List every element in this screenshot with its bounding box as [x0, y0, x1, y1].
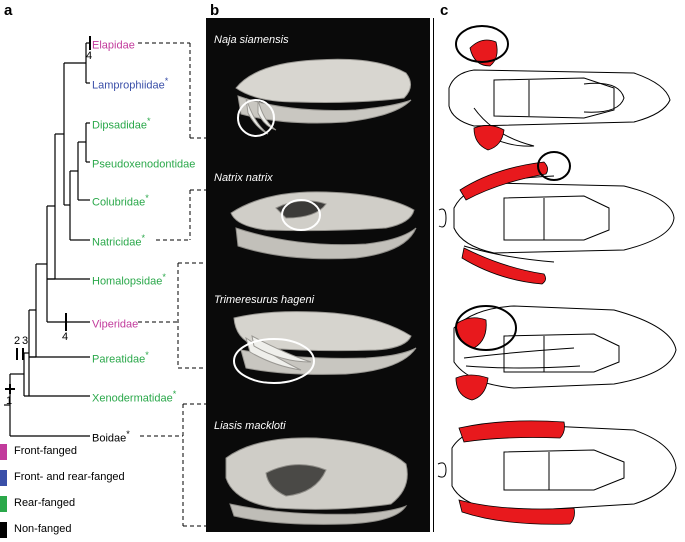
- skull-line-drawings: [434, 18, 682, 532]
- node-number-base-1: 1: [6, 395, 12, 407]
- legend-swatch: [0, 444, 7, 460]
- node-number-base-3: 3: [22, 335, 28, 347]
- node-number-elapid: 4: [86, 50, 92, 62]
- legend-swatch: [0, 496, 7, 512]
- legend-item-front-fanged: Front-fanged: [0, 442, 200, 464]
- skull-drawing-trimeresurus: [454, 306, 676, 388]
- legend-label: Front- and rear-fanged: [14, 471, 125, 483]
- taxon-pseudoxenodontidae: Pseudoxenodontidae: [92, 155, 195, 171]
- taxon-viperidae: Viperidae: [92, 315, 138, 331]
- taxon-homalopsidae: Homalopsidae*: [92, 272, 166, 288]
- legend-swatch: [0, 470, 7, 486]
- panel-label-c: c: [440, 2, 448, 19]
- skull-photo-trimeresurus: [234, 312, 416, 375]
- legend-item-front-rear-fanged: Front- and rear-fanged: [0, 468, 200, 490]
- taxon-colubridae: Colubridae*: [92, 193, 149, 209]
- panel-label-b: b: [210, 2, 219, 19]
- skull-photo-liasis: [226, 438, 407, 525]
- legend-label: Rear-fanged: [14, 497, 75, 509]
- legend-swatch: [0, 522, 7, 538]
- taxon-natricidae: Natricidae*: [92, 233, 145, 249]
- skull-photographs: [206, 18, 430, 532]
- node-number-base-2: 2: [14, 335, 20, 347]
- taxon-xenodermatidae: Xenodermatidae*: [92, 389, 176, 405]
- legend-label: Non-fanged: [14, 523, 72, 535]
- taxon-lamprophiidae: Lamprophiidae*: [92, 76, 168, 92]
- legend-item-rear-fanged: Rear-fanged: [0, 494, 200, 516]
- taxon-elapidae: Elapidae: [92, 36, 135, 52]
- legend-label: Front-fanged: [14, 445, 77, 457]
- skull-photo-panel: Naja siamensis Natrix natrix Trimeresuru…: [206, 18, 430, 532]
- skull-photo-natrix: [231, 192, 416, 259]
- taxon-pareatidae: Pareatidae*: [92, 350, 149, 366]
- node-number-viper: 4: [62, 331, 68, 343]
- skull-drawing-panel: [433, 18, 682, 532]
- legend-item-non-fanged: Non-fanged: [0, 520, 200, 542]
- taxon-dipsadidae: Dipsadidae*: [92, 116, 151, 132]
- skull-photo-naja: [236, 59, 411, 134]
